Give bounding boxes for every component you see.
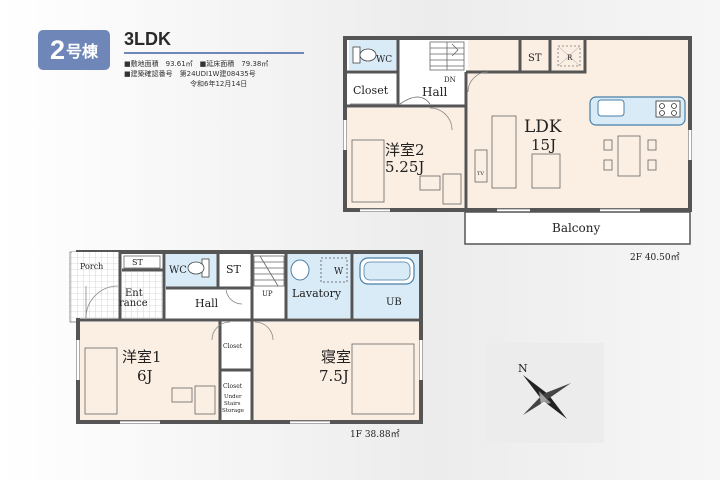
wc1-label: WC [169, 265, 187, 276]
ub-label: UB [386, 297, 402, 308]
st2-label: ST [226, 263, 242, 276]
floor1-area: 1F 38.88㎡ [350, 429, 400, 440]
ldk-size: 15J [531, 136, 556, 154]
room2-bed [351, 139, 385, 203]
toilet-1f [187, 258, 210, 278]
layout-type: 3LDK [124, 29, 172, 49]
stairs-1f [253, 255, 285, 287]
under-label-3: Storage [222, 408, 244, 414]
wc2-label: WC [376, 55, 392, 65]
dn-label: DN [444, 76, 456, 84]
floor-1 [69, 250, 423, 424]
floor-2 [343, 36, 692, 245]
st1-label: ST [132, 258, 143, 267]
entrance-floor [122, 272, 164, 318]
building-suffix: 号棟 [66, 44, 99, 61]
toilet-2f [352, 46, 377, 64]
compass-rose [523, 375, 571, 419]
stairs-2f [429, 41, 465, 71]
hall1-label: Hall [195, 297, 219, 310]
room2-size: 5.25J [385, 158, 424, 176]
bedroom-size: 7.5J [319, 367, 349, 385]
ldk-name: LDK [524, 117, 562, 137]
compass: N [486, 343, 604, 443]
bedroom-floor [252, 322, 419, 420]
under-label-1: Under [224, 394, 242, 400]
room1-bed [84, 347, 118, 415]
building-badge: 2 号棟 [38, 30, 110, 70]
ldk-furniture [474, 115, 657, 189]
kitchen [589, 96, 686, 126]
lavatory-label: Lavatory [292, 287, 342, 300]
building-number: 2 [49, 34, 65, 65]
r-label: R [567, 54, 573, 62]
bedroom-bed [351, 343, 415, 415]
entrance-label-1: Ent [125, 288, 143, 299]
closet2-label: Closet [353, 84, 389, 97]
closet1-label: Closet [223, 343, 243, 350]
hall2-label: Hall [422, 85, 447, 99]
bedroom-name: 寝室 [321, 348, 351, 366]
balcony-label: Balcony [552, 221, 600, 235]
tv-label: TV [477, 171, 484, 177]
up-label: UP [262, 290, 273, 298]
closet2-label: Closet [223, 383, 243, 390]
spec-permit: ■建築確認番号 第24UDI1W建08435号 [124, 70, 256, 78]
room2-desk [419, 175, 441, 191]
entrance-label-2: rance [119, 298, 148, 309]
under-label-2: Stairs [224, 401, 241, 407]
north-label: N [518, 362, 528, 375]
room1-floor [80, 322, 220, 420]
balcony [464, 211, 691, 245]
room2-name: 洋室2 [385, 141, 425, 159]
room2-floor [347, 108, 465, 208]
room1-name: 洋室1 [122, 348, 162, 366]
floor2-area: 2F 40.50㎡ [630, 252, 680, 263]
spec-date: 令和6年12月14日 [190, 80, 248, 88]
spec-area: ■敷地面積 93.61㎡ ■延床面積 79.38㎡ [124, 60, 269, 68]
title-underline [124, 52, 304, 54]
room1-size: 6J [137, 367, 153, 385]
washer-space [320, 257, 348, 283]
porch-label: Porch [80, 262, 103, 271]
w-label: W [334, 267, 344, 277]
st2f-label: ST [528, 53, 542, 64]
